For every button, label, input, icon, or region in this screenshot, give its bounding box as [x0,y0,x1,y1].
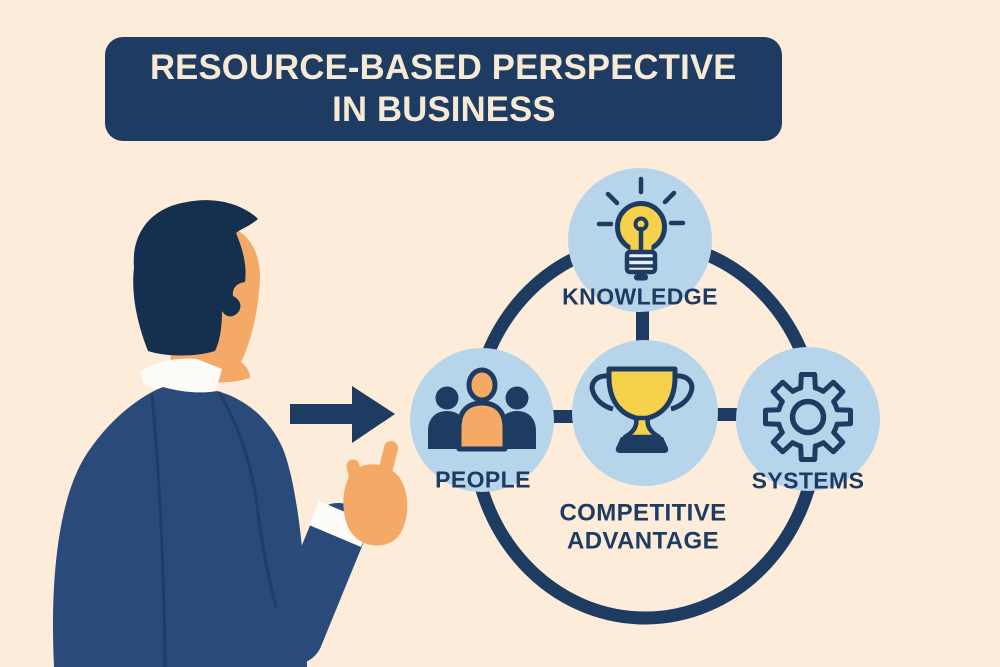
bulb-base-stripes [625,257,657,268]
gear-icon [763,372,853,462]
title-banner: RESOURCE-BASED PERSPECTIVE IN BUSINESS [105,37,782,141]
competitive-advantage-label-line2: ADVANTAGE [566,527,720,554]
systems-label: SYSTEMS [751,467,865,494]
raised-arm-sleeve [267,503,366,664]
right-arrow-icon [290,386,395,443]
trophy-icon [589,366,695,453]
hair [133,200,258,356]
gear-body [763,372,853,462]
people-icon [428,367,536,452]
suit-body [52,387,307,667]
person-left-head [435,386,459,410]
connector-knowledge-center [636,310,649,344]
bulb-base [624,249,658,275]
thumb [346,459,366,499]
knowledge-label: KNOWLEDGE [562,283,718,310]
trophy-handle-right [670,373,695,412]
competitive-advantage-label: COMPETITIVE ADVANTAGE [559,500,726,555]
bulb-tip [634,274,648,281]
lightbulb-icon [596,176,686,281]
gear-hole [789,398,827,436]
connector-people-center [550,410,576,423]
competitive-advantage-label-line1: COMPETITIVE [559,499,727,527]
trophy-base [615,437,669,453]
title-line-2: IN BUSINESS [331,90,556,129]
people-label: PEOPLE [435,466,531,493]
person-center-head [466,367,498,403]
shirt-collar [141,358,222,397]
suit-seam [150,393,167,667]
bulb-rays [596,176,686,227]
person-center-body [456,400,508,452]
node-connectors [550,310,740,423]
connector-center-systems [714,408,740,421]
trophy-handle-left [589,373,614,412]
title-line-1: RESOURCE-BASED PERSPECTIVE [150,48,737,87]
index-finger [372,441,398,504]
person-right-head [505,386,529,410]
businessman-illustration [52,200,408,667]
